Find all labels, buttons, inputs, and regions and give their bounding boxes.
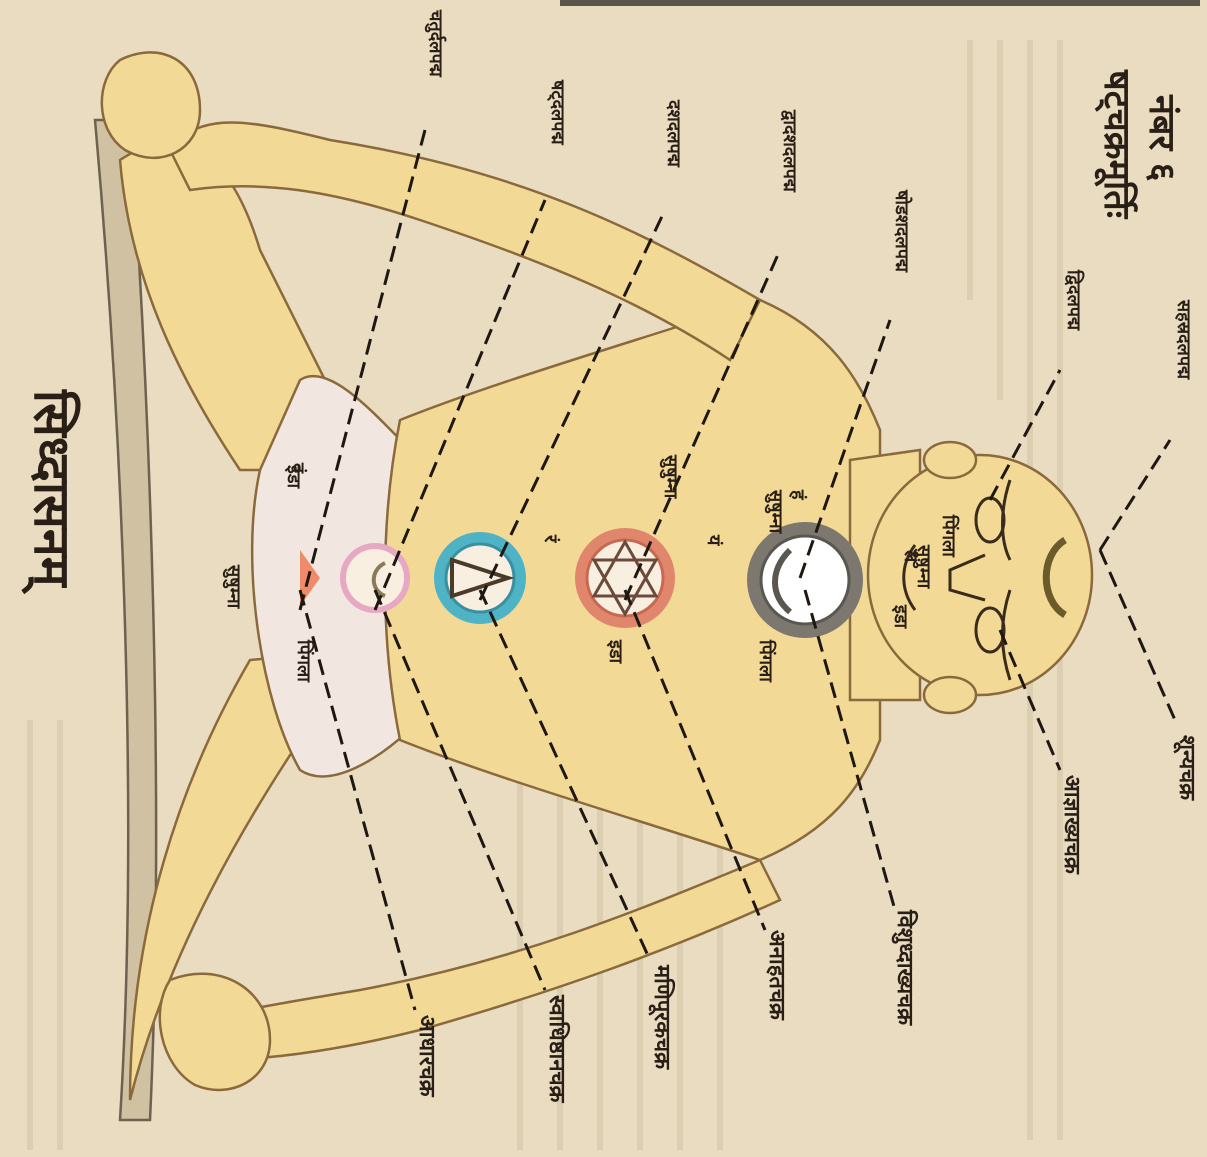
chakra-vishuddha xyxy=(747,522,863,638)
petal-label-anahata: द्वादशदलपद्म xyxy=(779,109,800,193)
chakra-label-muladhara: आधारचक्र xyxy=(414,1015,439,1098)
posture-title: सिध्दासनम् xyxy=(21,389,81,594)
nadi-pingala-base: पिंगला xyxy=(293,639,315,683)
bija-ram: रं xyxy=(540,534,561,543)
chakra-label-ajna: आज्ञाख्यचक्र xyxy=(1059,775,1084,875)
nadi-ida-chest: इडा xyxy=(605,639,626,664)
chakra-label-vishuddha: विशुध्दाख्यचक्र xyxy=(891,909,919,1026)
petal-label-sahasrara: सहस्रदलपद्म xyxy=(1173,299,1194,380)
chakra-anahata xyxy=(575,528,675,628)
nadi-pingala-chest: पिंगला xyxy=(755,639,777,683)
chakra-label-manipura: मणिपूरकचक्र xyxy=(648,964,676,1070)
chakra-manipura xyxy=(434,532,526,624)
nadi-sushumna-base: सुषुम्ना xyxy=(222,564,244,610)
chakra-label-anahata: अनाहतचक्र xyxy=(764,930,789,1021)
bija-lam: लं xyxy=(900,549,921,563)
chakra-label-svadhisthana: स्वाधिष्ठानचक्र xyxy=(544,994,571,1104)
ear-bottom xyxy=(924,677,976,713)
nadi-sushumna-neck: सुषुम्ना xyxy=(764,489,786,535)
petal-label-svadhisthana: षट्दलपद्म xyxy=(546,79,568,145)
petal-label-manipura: दशदलपद्म xyxy=(663,99,684,168)
petal-label-muladhara: चतुर्दलपद्म xyxy=(424,9,447,78)
hand-upper xyxy=(102,52,200,158)
ear-top xyxy=(924,442,976,478)
chakra-label-shunya: शून्यचक्र xyxy=(1173,735,1199,801)
plate-title: षट्चक्रमूर्तिः xyxy=(1094,69,1138,220)
petal-label-vishuddha: षोडशदलपद्म xyxy=(891,189,913,273)
nadi-sushumna-chest: सुषुम्ना xyxy=(659,454,681,500)
bija-vam: वं xyxy=(287,462,308,474)
nadi-pingala-head: पिंगला xyxy=(938,514,960,558)
petal-label-ajna: द्विदलपद्म xyxy=(1063,269,1085,331)
top-border xyxy=(560,0,1200,6)
head xyxy=(868,455,1092,695)
plate-number: नंबर ६ xyxy=(1141,94,1182,182)
nadi-ida-head: इडा xyxy=(890,604,911,629)
bija-ham: हं xyxy=(787,489,808,501)
bija-yam: यं xyxy=(703,534,724,547)
